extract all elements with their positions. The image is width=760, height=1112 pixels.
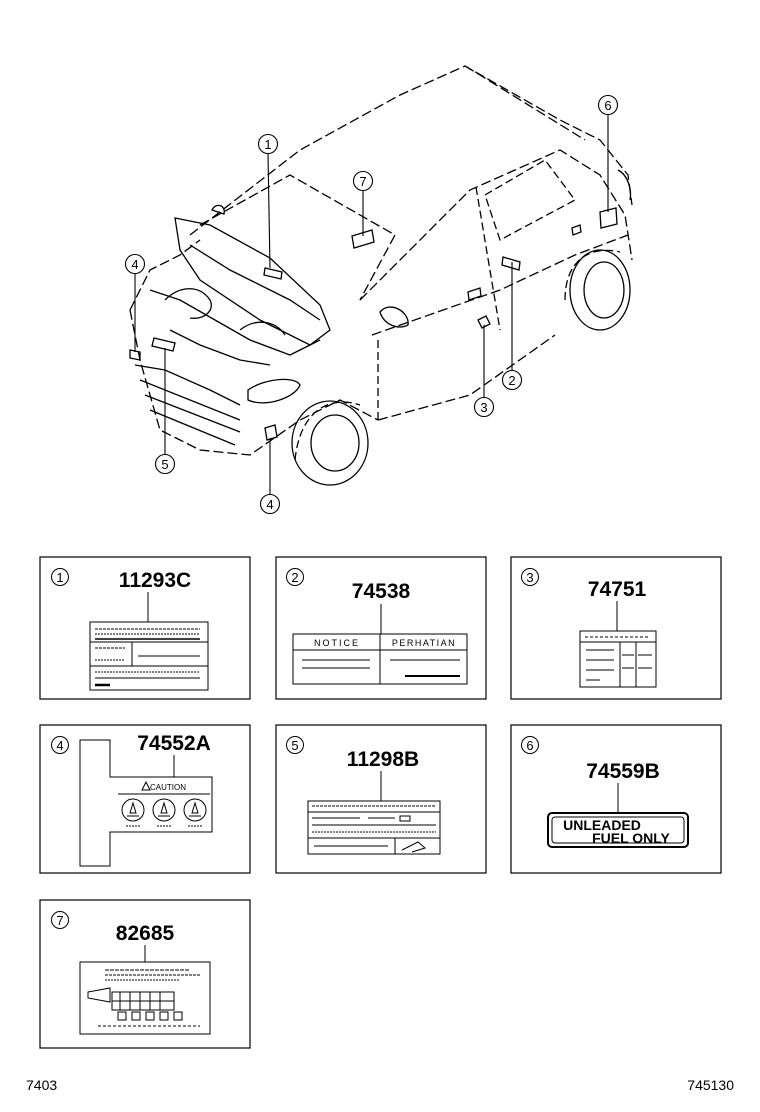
callout-4-bottom: 4 xyxy=(259,493,281,515)
label-7-illustration xyxy=(79,945,211,1035)
footer-left-code: 7403 xyxy=(26,1077,57,1093)
panel-index-2: 2 xyxy=(286,568,304,586)
svg-text:4: 4 xyxy=(266,497,273,512)
svg-text:7: 7 xyxy=(359,174,366,189)
panel-index-6: 6 xyxy=(521,736,539,754)
part-number-6: 74559B xyxy=(586,760,660,783)
label-1-illustration xyxy=(89,592,209,691)
panel-2 xyxy=(275,556,487,700)
svg-text:2: 2 xyxy=(291,570,298,585)
svg-text:2: 2 xyxy=(508,373,515,388)
panel-index-4: 4 xyxy=(51,736,69,754)
label-6-illustration xyxy=(547,783,689,848)
part-number-4: 74552A xyxy=(137,732,211,755)
part-number-1: 11293C xyxy=(119,569,191,592)
label-2-perhatian-text: PERHATIAN xyxy=(392,638,456,648)
svg-text:1: 1 xyxy=(264,137,271,152)
callout-5: 5 xyxy=(154,453,176,475)
svg-text:3: 3 xyxy=(526,570,533,585)
svg-text:5: 5 xyxy=(291,738,298,753)
label-2-notice-text: NOTICE xyxy=(314,638,360,648)
callout-6: 6 xyxy=(597,94,619,116)
footer-right-code: 745130 xyxy=(687,1077,734,1093)
label-6-unleaded-text: UNLEADED xyxy=(563,817,641,833)
callout-4-top: 4 xyxy=(124,253,146,275)
label-6-fuel-only-text: FUEL ONLY xyxy=(592,830,670,846)
svg-text:3: 3 xyxy=(480,400,487,415)
panel-6 xyxy=(510,724,722,874)
panel-index-5: 5 xyxy=(286,736,304,754)
panel-index-7: 7 xyxy=(51,911,69,929)
callout-leaders xyxy=(134,115,609,494)
panel-3 xyxy=(510,556,722,700)
part-number-3: 74751 xyxy=(588,578,647,601)
svg-text:6: 6 xyxy=(604,98,611,113)
panel-4 xyxy=(39,724,251,874)
svg-text:1: 1 xyxy=(56,570,63,585)
callout-1: 1 xyxy=(257,133,279,155)
part-number-2: 74538 xyxy=(352,580,411,603)
panel-5 xyxy=(275,724,487,874)
label-4-caution-text: CAUTION xyxy=(150,783,186,792)
callout-7: 7 xyxy=(352,170,374,192)
panel-7 xyxy=(39,899,251,1049)
svg-text:6: 6 xyxy=(526,738,533,753)
svg-text:4: 4 xyxy=(131,257,138,272)
panel-index-1: 1 xyxy=(51,568,69,586)
label-5-illustration xyxy=(307,771,441,855)
svg-text:5: 5 xyxy=(161,457,168,472)
panel-index-3: 3 xyxy=(521,568,539,586)
part-number-7: 82685 xyxy=(116,922,175,945)
label-2-illustration xyxy=(292,604,468,685)
label-3-illustration xyxy=(579,601,657,688)
panel-1 xyxy=(39,556,251,700)
callout-2: 2 xyxy=(501,369,523,391)
part-number-5: 11298B xyxy=(347,748,419,771)
label-4-illustration xyxy=(79,739,213,867)
car-illustration xyxy=(129,65,633,486)
svg-text:4: 4 xyxy=(56,738,63,753)
svg-text:7: 7 xyxy=(56,913,63,928)
callout-3: 3 xyxy=(473,396,495,418)
